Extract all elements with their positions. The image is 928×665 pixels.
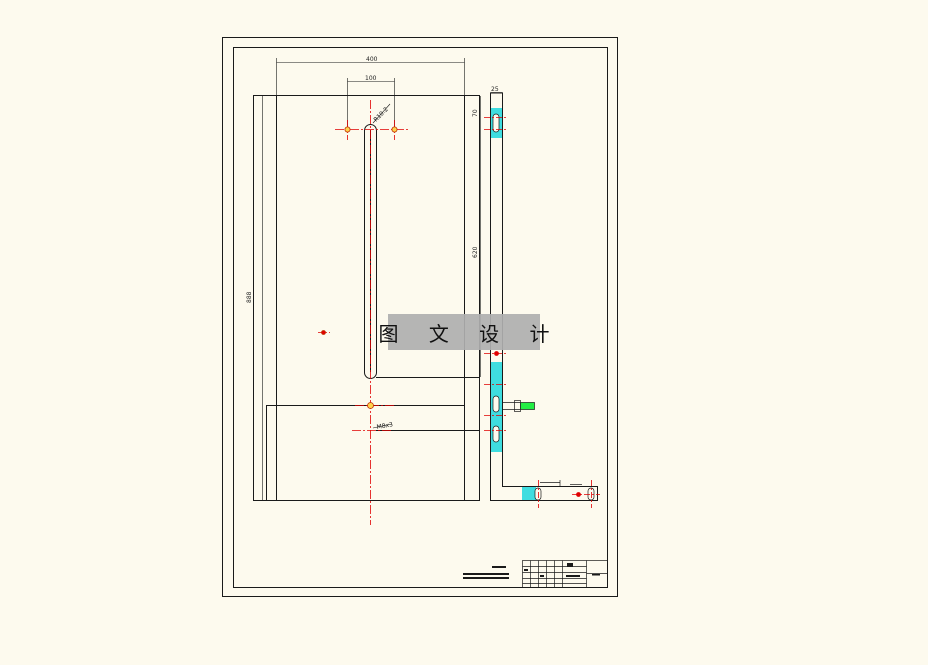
sheet-outer-border xyxy=(222,37,618,597)
side-section-hatch-foot xyxy=(522,487,536,501)
dim-overall-width: 400 xyxy=(366,56,378,63)
bolt-slot-top xyxy=(492,113,500,133)
lower-panel xyxy=(266,405,465,501)
title-block xyxy=(522,560,608,588)
hole-center xyxy=(367,402,374,409)
side-hole-foot xyxy=(576,492,581,497)
dim-hole-callout: M8x3 xyxy=(376,421,394,431)
foot-detail xyxy=(540,480,582,486)
holes xyxy=(321,126,398,409)
front-view xyxy=(253,95,480,501)
dim-slot-callout: R10.2 xyxy=(372,106,389,123)
dim-side-thickness: 25 xyxy=(491,86,499,93)
hole-right xyxy=(391,126,398,133)
side-profile xyxy=(490,92,598,501)
hole-left xyxy=(344,126,351,133)
bolt-slot-foot-1 xyxy=(534,487,542,501)
dim-top-offset: 70 xyxy=(472,109,479,117)
sheet-inner-border xyxy=(233,47,608,588)
dimension-lines xyxy=(262,58,503,500)
bolt-slot-low xyxy=(492,425,500,443)
dim-slot-length: 620 xyxy=(472,246,479,258)
bolt-slot-mid xyxy=(492,395,500,413)
side-hole-mid xyxy=(494,351,499,356)
title-block-marks xyxy=(463,563,600,579)
side-view xyxy=(484,92,600,508)
clamp-highlight xyxy=(520,402,535,410)
bolt-slot-foot-2 xyxy=(587,487,595,501)
clamp-detail xyxy=(502,400,535,412)
plate-outline-upper xyxy=(253,95,480,501)
dim-slot-spacing: 100 xyxy=(365,75,377,82)
dim-overall-height: 888 xyxy=(246,291,253,303)
watermark-text: 图 文 设 计 xyxy=(378,321,562,346)
hole-marker xyxy=(321,330,326,335)
watermark-banner: 图 文 设 计 xyxy=(378,314,550,350)
